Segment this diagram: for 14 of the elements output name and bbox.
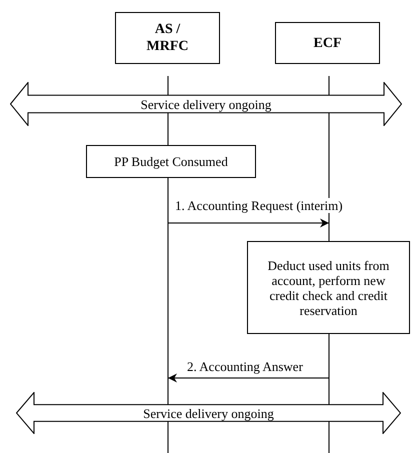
process-text: PP Budget Consumed xyxy=(114,154,228,169)
participant-name: AS / MRFC xyxy=(146,21,190,55)
process-box xyxy=(86,145,256,178)
double-arrow-band xyxy=(10,82,402,126)
participant-name: ECF xyxy=(314,34,342,52)
edge-label: 2. Accounting Answer xyxy=(186,359,304,374)
edge-label: 1. Accounting Request (interim) xyxy=(174,198,344,213)
double-arrow-band xyxy=(16,392,401,434)
message-arrow xyxy=(168,374,330,382)
process-box xyxy=(247,241,410,334)
process-text: Deduct used units from account, perform new credit check and credit reservation xyxy=(266,258,390,318)
band-label: Service delivery ongoing xyxy=(143,406,274,420)
message-arrow xyxy=(168,218,330,228)
band-label: Service delivery ongoing xyxy=(140,96,272,112)
